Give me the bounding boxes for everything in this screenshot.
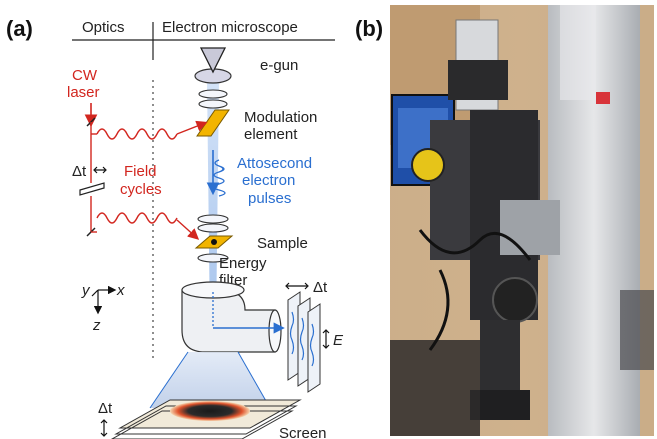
lens-2 bbox=[198, 99, 228, 109]
cone-edge-right bbox=[237, 351, 271, 409]
microscope-header: Electron microscope bbox=[162, 19, 298, 36]
projection-cone bbox=[150, 352, 270, 408]
optics-header: Optics bbox=[82, 19, 125, 36]
energy-label-1: Energy bbox=[219, 255, 267, 272]
sample-label: Sample bbox=[257, 235, 308, 252]
laser-to-modulator bbox=[176, 120, 208, 135]
e-gun-icon bbox=[199, 47, 227, 74]
cone-edge-left bbox=[149, 351, 189, 409]
energy-axis-arrow-icon bbox=[322, 329, 330, 349]
attosecond-pulse-train-icon bbox=[212, 159, 226, 197]
electron-beam bbox=[207, 80, 219, 330]
energy-filter-icon bbox=[181, 281, 285, 353]
cw-label-1: CW bbox=[72, 67, 98, 84]
field-wave-lower bbox=[96, 212, 178, 224]
panel-b-label: (b) bbox=[355, 16, 383, 41]
screen-icon bbox=[110, 399, 302, 439]
sample-spot bbox=[211, 239, 217, 245]
filter-delay-arrow-icon bbox=[285, 282, 309, 290]
yellow-mount-icon bbox=[411, 148, 445, 182]
axis-y-label: y bbox=[81, 282, 91, 299]
modulation-label-1: Modulation bbox=[244, 109, 317, 126]
field-label-2: cycles bbox=[120, 181, 162, 198]
lens-5 bbox=[197, 253, 229, 263]
delay-stage-icon bbox=[79, 182, 105, 196]
atto-label-2: electron bbox=[242, 172, 295, 189]
coordinate-axes bbox=[91, 285, 117, 315]
laser-to-sample bbox=[176, 219, 200, 240]
energy-E-label: E bbox=[333, 332, 344, 349]
lens-4 bbox=[197, 223, 229, 233]
atto-label-3: pulses bbox=[248, 190, 291, 207]
filter-dt-label: Δt bbox=[313, 279, 328, 296]
screen-delay-arrow-icon bbox=[100, 419, 108, 437]
lens-3 bbox=[197, 214, 229, 224]
axis-z-label: z bbox=[92, 317, 101, 334]
modulation-element-icon bbox=[196, 109, 230, 137]
modulation-label-2: element bbox=[244, 126, 298, 143]
egun-label: e-gun bbox=[260, 57, 298, 74]
microscope-photo bbox=[390, 5, 654, 436]
delay-arrow-icon bbox=[93, 166, 107, 174]
screen-dt-label: Δt bbox=[98, 400, 113, 417]
axis-x-label: x bbox=[116, 282, 125, 299]
energy-spectra-icon bbox=[287, 291, 321, 393]
screen-label: Screen bbox=[279, 425, 327, 439]
lens-1 bbox=[198, 89, 228, 99]
field-wave-upper bbox=[96, 128, 178, 140]
atto-label-1: Attosecond bbox=[237, 155, 312, 172]
cw-label-2: laser bbox=[67, 84, 100, 101]
delay-label: Δt bbox=[72, 163, 87, 180]
field-label-1: Field bbox=[124, 163, 157, 180]
panel-a-label: (a) bbox=[6, 16, 33, 41]
